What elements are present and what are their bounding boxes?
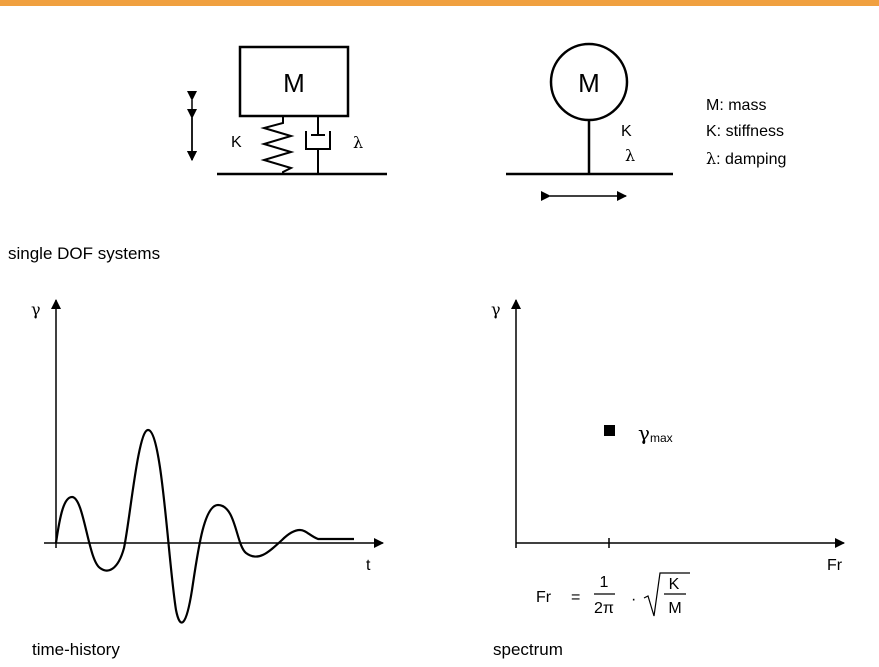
formula-equals: = [571, 589, 580, 606]
damper [305, 116, 331, 174]
vertical-sdof-system [187, 45, 387, 176]
formula-numerator: 1 [600, 574, 609, 591]
time-history-plot [44, 299, 384, 624]
spring [260, 116, 295, 174]
damping-label-left: λ [353, 133, 363, 152]
sqrt-sign [643, 572, 690, 617]
formula-lhs: Fr [536, 589, 552, 606]
formula-dot: · [631, 591, 636, 608]
stiffness-label-left: K [231, 134, 242, 151]
time-history-y-label: γ [31, 300, 41, 319]
legend: M: mass K: stiffness λ: damping [706, 97, 786, 168]
spectrum-x-label: Fr [827, 557, 843, 574]
gamma-max-label: γmax [638, 421, 673, 445]
legend-stiffness: K: stiffness [706, 123, 784, 140]
spectrum-max-point [604, 425, 615, 436]
sdof-caption: single DOF systems [8, 244, 161, 263]
frequency-formula: Fr = 1 2π · K M [536, 572, 690, 617]
mass-label-left: M [283, 68, 305, 98]
mass-block [238, 45, 350, 118]
horizontal-sdof-system [506, 42, 673, 201]
accent-top-bar [0, 0, 879, 6]
spectrum-caption: spectrum [493, 640, 563, 659]
legend-damping: λ: damping [706, 149, 786, 168]
sqrt-denominator: M [668, 600, 681, 617]
time-history-x-label: t [366, 557, 371, 574]
legend-mass: M: mass [706, 97, 766, 114]
spectrum-y-label: γ [491, 300, 501, 319]
stiffness-label-right: K [621, 123, 632, 140]
spectrum-plot [511, 299, 845, 548]
time-history-curve [54, 428, 354, 624]
damping-label-right: λ [625, 146, 635, 165]
mass-label-right: M [578, 68, 600, 98]
formula-denominator: 2π [594, 600, 614, 617]
sqrt-numerator: K [669, 576, 680, 593]
time-history-caption: time-history [32, 640, 120, 659]
